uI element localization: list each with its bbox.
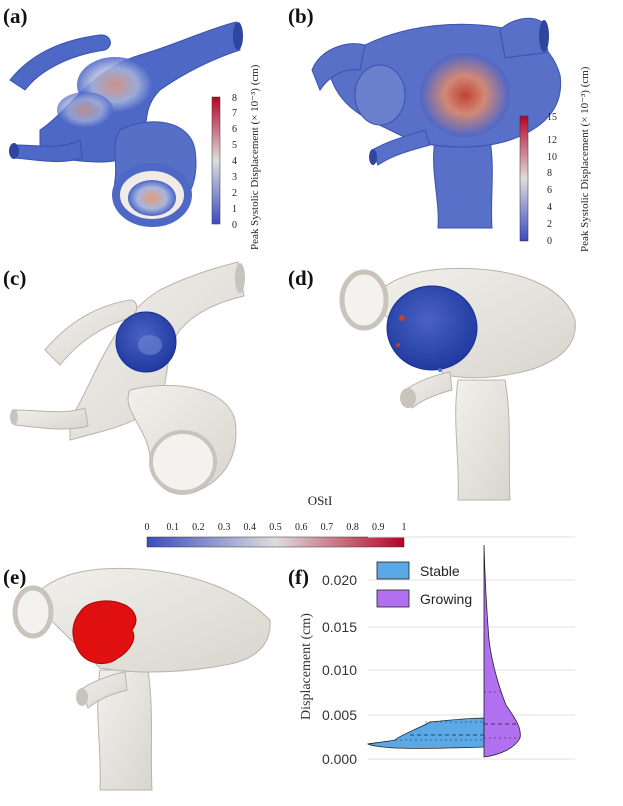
violin-stable	[366, 717, 485, 749]
svg-text:0: 0	[232, 220, 237, 231]
legend-label-growing: Growing	[420, 591, 472, 607]
svg-text:0.1: 0.1	[166, 522, 179, 533]
svg-text:5: 5	[232, 140, 237, 151]
svg-text:0: 0	[547, 236, 552, 247]
ytick-label: 0.010	[322, 662, 357, 678]
svg-text:4: 4	[547, 202, 552, 213]
legend-swatch-stable	[376, 561, 410, 580]
colorbar-ostl	[146, 536, 405, 548]
vessel-e	[12, 567, 271, 791]
svg-text:6: 6	[547, 185, 552, 196]
svg-text:2: 2	[547, 219, 552, 230]
svg-text:1: 1	[402, 522, 407, 533]
svg-text:12: 12	[547, 135, 557, 146]
svg-text:0.6: 0.6	[295, 522, 308, 533]
svg-text:8: 8	[547, 168, 552, 179]
colorbar-a-ticks: 0 1 2 3 4 5 6 7 8	[232, 93, 237, 231]
colorbar-b	[519, 115, 529, 242]
y-axis-label: Displacement (cm)	[299, 613, 314, 720]
colorbar-ostl-ticks: 0 0.1 0.2 0.3 0.4 0.5 0.6 0.7 0.8 0.9 1	[145, 522, 407, 533]
svg-text:0.7: 0.7	[321, 522, 334, 533]
svg-text:0.5: 0.5	[269, 522, 282, 533]
svg-text:3: 3	[232, 172, 237, 183]
vessel-b	[311, 17, 562, 229]
ytick-label: 0.020	[322, 572, 357, 588]
colorbar-ostl-title: OStI	[308, 493, 333, 508]
panel-label-e: (e)	[3, 565, 27, 589]
ytick-label: 0.005	[322, 707, 357, 723]
panel-label-a: (a)	[3, 4, 28, 28]
violin-growing	[483, 544, 521, 758]
svg-text:0.9: 0.9	[372, 522, 385, 533]
panel-label-d: (d)	[288, 266, 314, 290]
colorbar-b-ticks: 0 2 4 6 8 10 12 15	[547, 112, 557, 247]
svg-text:7: 7	[232, 108, 237, 119]
svg-text:1: 1	[232, 204, 237, 215]
vessel-c	[10, 261, 245, 495]
svg-text:0.4: 0.4	[244, 522, 257, 533]
panel-label-f: (f)	[288, 565, 309, 589]
panel-label-b: (b)	[288, 4, 314, 28]
colorbar-b-label: Peak Systolic Displacement (× 10⁻³) (cm)	[579, 66, 591, 252]
svg-text:2: 2	[232, 188, 237, 199]
svg-text:0.3: 0.3	[218, 522, 231, 533]
legend-swatch-growing	[376, 589, 410, 608]
ytick-label: 0.015	[322, 619, 357, 635]
ytick-label: 0.000	[322, 751, 357, 767]
svg-text:0.8: 0.8	[346, 522, 359, 533]
svg-text:6: 6	[232, 124, 237, 135]
vessel-d	[339, 267, 576, 501]
legend-label-stable: Stable	[420, 563, 460, 579]
violin-chart: 0.020 0.015 0.010 0.005 0.000 Displaceme…	[299, 536, 575, 767]
svg-text:15: 15	[547, 112, 557, 123]
svg-text:0: 0	[145, 522, 150, 533]
svg-text:0.2: 0.2	[192, 522, 205, 533]
svg-text:4: 4	[232, 156, 237, 167]
panel-label-c: (c)	[3, 266, 27, 290]
vessel-a	[9, 21, 243, 227]
svg-text:10: 10	[547, 152, 557, 163]
colorbar-a	[211, 96, 221, 225]
svg-text:8: 8	[232, 93, 237, 104]
colorbar-a-label: Peak Systolic Displacement (× 10⁻³) (cm)	[249, 64, 261, 250]
